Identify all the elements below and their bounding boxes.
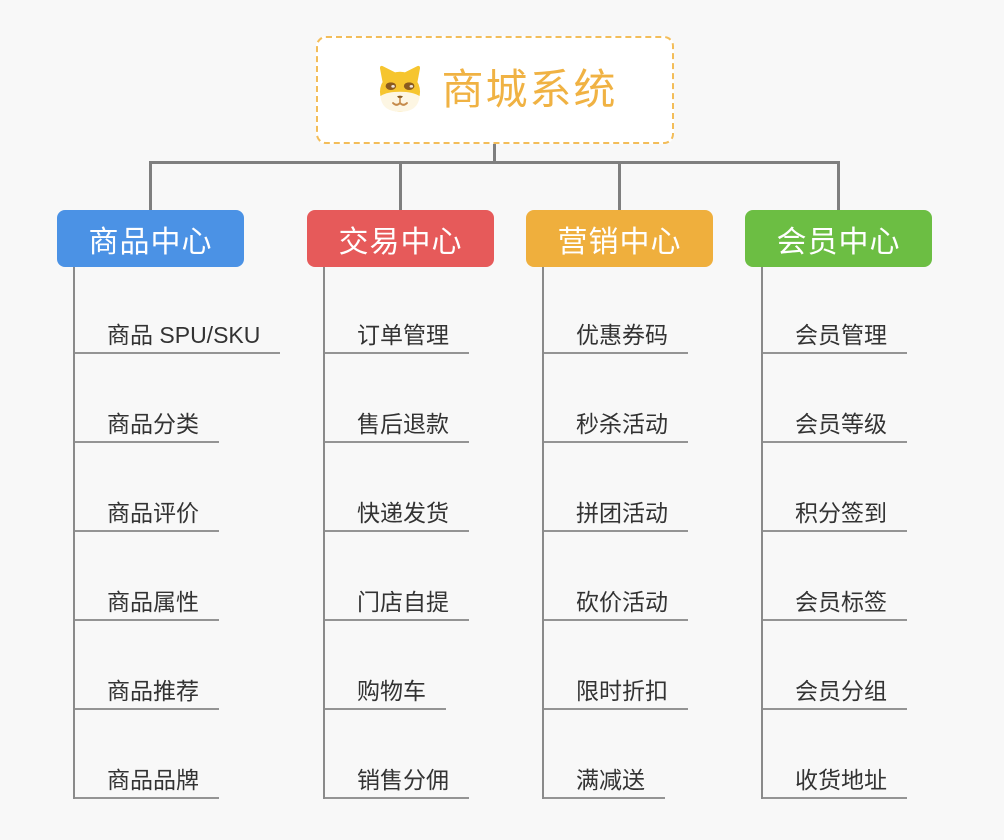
sub-topic[interactable]: 积分签到: [763, 500, 907, 532]
branch-topic[interactable]: 商品中心: [57, 210, 244, 267]
dog-face-icon: [372, 63, 428, 117]
leaf-row: 优惠券码: [544, 267, 713, 354]
leaf-row: 商品 SPU/SKU: [75, 267, 281, 354]
connector-drop: [149, 161, 152, 210]
branch-topic-label: 交易中心: [338, 225, 463, 259]
connector-drop: [399, 161, 402, 210]
leaf-row: 收货地址: [763, 710, 932, 799]
leaf-row: 门店自提: [325, 532, 494, 621]
leaf-row: 满减送: [544, 710, 713, 799]
sub-topic[interactable]: 会员等级: [763, 411, 907, 443]
branch-topic-label: 营销中心: [557, 225, 682, 259]
connector-drop: [837, 161, 840, 210]
sub-topic[interactable]: 会员管理: [763, 322, 907, 354]
leaf-row: 商品评价: [75, 443, 244, 532]
sub-topic[interactable]: 购物车: [325, 678, 446, 710]
leaf-row: 秒杀活动: [544, 354, 713, 443]
leaf-row: 限时折扣: [544, 621, 713, 710]
connector-root-stub: [493, 144, 496, 163]
sub-topic[interactable]: 商品分类: [75, 411, 219, 443]
leaf-row: 商品品牌: [75, 710, 244, 799]
sub-topic[interactable]: 会员标签: [763, 589, 907, 621]
leaf-row: 砍价活动: [544, 532, 713, 621]
branch-topic[interactable]: 会员中心: [745, 210, 932, 267]
connector-drop: [618, 161, 621, 210]
leaf-row: 销售分佣: [325, 710, 494, 799]
sub-topic[interactable]: 优惠券码: [544, 322, 688, 354]
sub-topic[interactable]: 砍价活动: [544, 589, 688, 621]
leaf-row: 商品属性: [75, 532, 244, 621]
branch-topic[interactable]: 交易中心: [307, 210, 494, 267]
sub-topic[interactable]: 快递发货: [325, 500, 469, 532]
branch: 商品中心 商品 SPU/SKU 商品分类商品评价商品属性商品推荐商品品牌: [57, 161, 281, 799]
sub-topic[interactable]: 满减送: [544, 767, 665, 799]
leaf-row: 快递发货: [325, 443, 494, 532]
sub-topic[interactable]: 订单管理: [325, 322, 469, 354]
leaf-row: 会员等级: [763, 354, 932, 443]
sub-topic[interactable]: 商品属性: [75, 589, 219, 621]
leaf-row: 订单管理: [325, 267, 494, 354]
branch: 会员中心 会员管理会员等级积分签到会员标签会员分组收货地址: [745, 161, 932, 799]
sub-topic[interactable]: 限时折扣: [544, 678, 688, 710]
sub-topic[interactable]: 销售分佣: [325, 767, 469, 799]
leaf-row: 商品推荐: [75, 621, 244, 710]
sub-topic[interactable]: 门店自提: [325, 589, 469, 621]
sub-topic[interactable]: 商品评价: [75, 500, 219, 532]
leaf-row: 会员管理: [763, 267, 932, 354]
leaf-row: 购物车: [325, 621, 494, 710]
connector-bus: [149, 161, 840, 164]
branch-topic-label: 商品中心: [88, 225, 213, 259]
branch-children: 订单管理售后退款快递发货门店自提购物车销售分佣: [323, 267, 494, 799]
branch: 交易中心 订单管理售后退款快递发货门店自提购物车销售分佣: [307, 161, 494, 799]
sub-topic[interactable]: 拼团活动: [544, 500, 688, 532]
sub-topic[interactable]: 售后退款: [325, 411, 469, 443]
root-topic[interactable]: 商城系统: [316, 36, 674, 144]
sub-topic[interactable]: 会员分组: [763, 678, 907, 710]
branch-topic[interactable]: 营销中心: [526, 210, 713, 267]
root-topic-title: 商城系统: [441, 66, 618, 113]
leaf-row: 会员分组: [763, 621, 932, 710]
branch: 营销中心 优惠券码秒杀活动拼团活动砍价活动限时折扣满减送: [526, 161, 713, 799]
branch-topic-label: 会员中心: [776, 225, 901, 259]
sub-topic[interactable]: 商品品牌: [75, 767, 219, 799]
branch-children: 商品 SPU/SKU 商品分类商品评价商品属性商品推荐商品品牌: [73, 267, 281, 799]
leaf-row: 售后退款: [325, 354, 494, 443]
leaf-row: 积分签到: [763, 443, 932, 532]
sub-topic[interactable]: 秒杀活动: [544, 411, 688, 443]
sub-topic[interactable]: 商品推荐: [75, 678, 219, 710]
sub-topic[interactable]: 商品 SPU/SKU: [75, 322, 281, 354]
branch-children: 优惠券码秒杀活动拼团活动砍价活动限时折扣满减送: [542, 267, 713, 799]
branch-children: 会员管理会员等级积分签到会员标签会员分组收货地址: [761, 267, 932, 799]
leaf-row: 会员标签: [763, 532, 932, 621]
leaf-row: 商品分类: [75, 354, 244, 443]
sub-topic[interactable]: 收货地址: [763, 767, 907, 799]
leaf-row: 拼团活动: [544, 443, 713, 532]
